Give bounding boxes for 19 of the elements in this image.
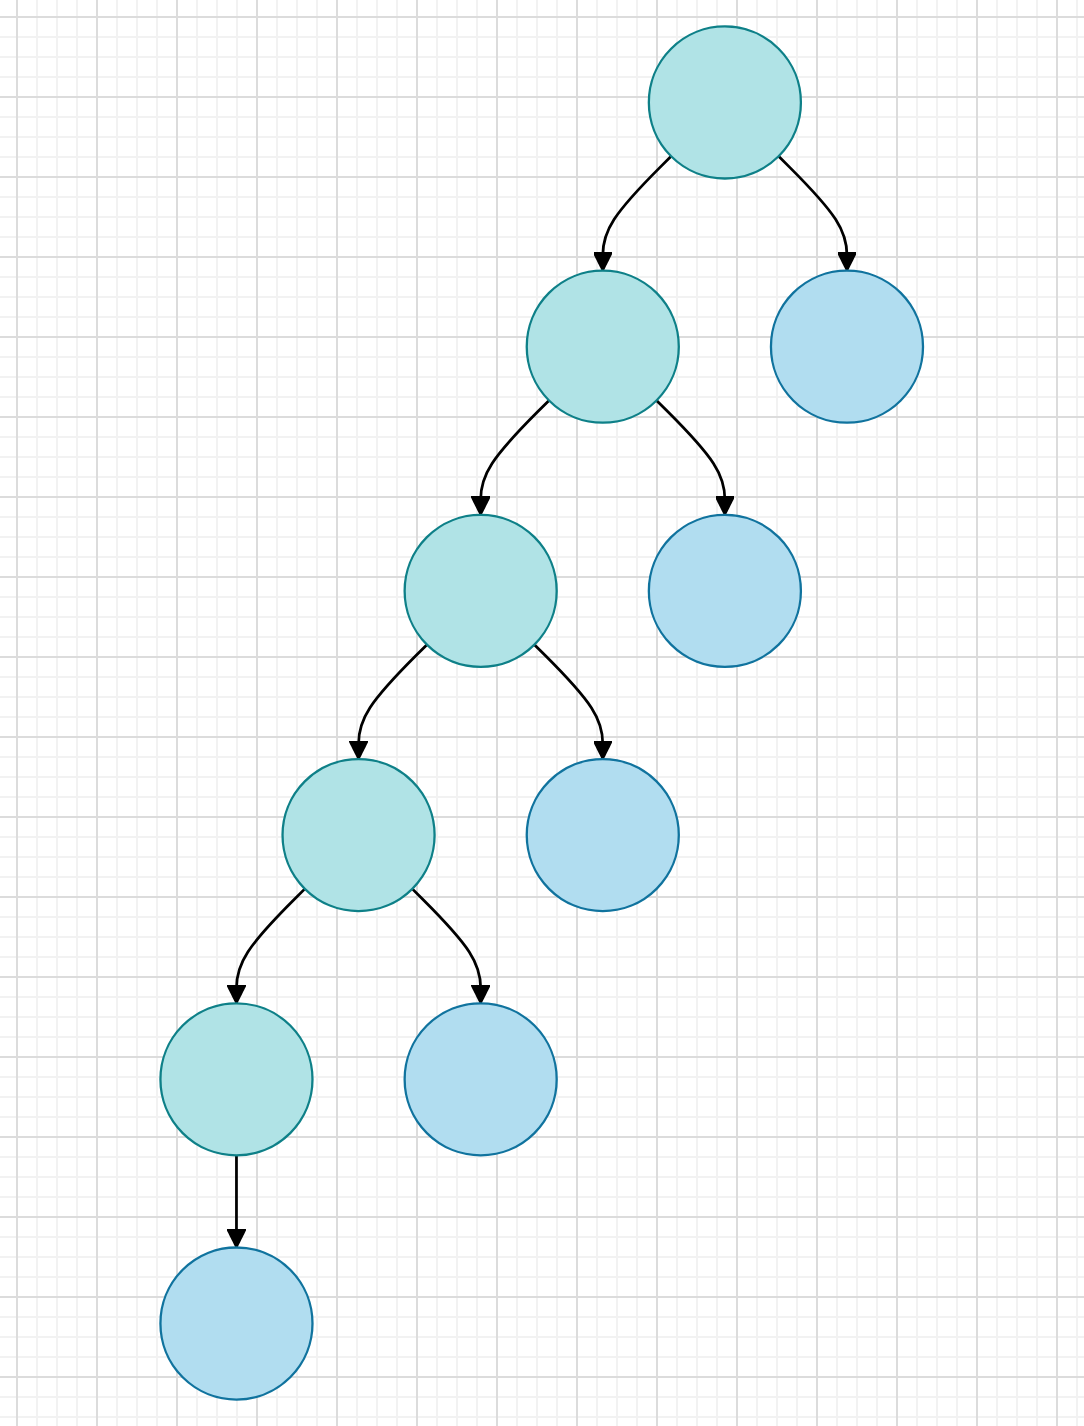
arrow — [592, 155, 673, 272]
circle-node — [159, 1246, 314, 1401]
arrow — [348, 643, 429, 760]
arrow — [470, 399, 551, 516]
arrow — [226, 887, 307, 1005]
circle-node — [648, 513, 803, 669]
circle-node — [525, 269, 681, 424]
arrow — [226, 1155, 247, 1249]
arrow — [411, 887, 492, 1005]
arrow — [655, 399, 736, 516]
circle-node — [281, 757, 436, 913]
circle-node — [525, 757, 681, 913]
circle-node — [159, 1002, 314, 1157]
circle-node — [770, 269, 925, 424]
arrow — [777, 155, 858, 272]
circle-node — [403, 513, 559, 669]
circle-node — [403, 1002, 559, 1157]
arrow — [533, 643, 614, 760]
circle-node — [648, 25, 803, 180]
